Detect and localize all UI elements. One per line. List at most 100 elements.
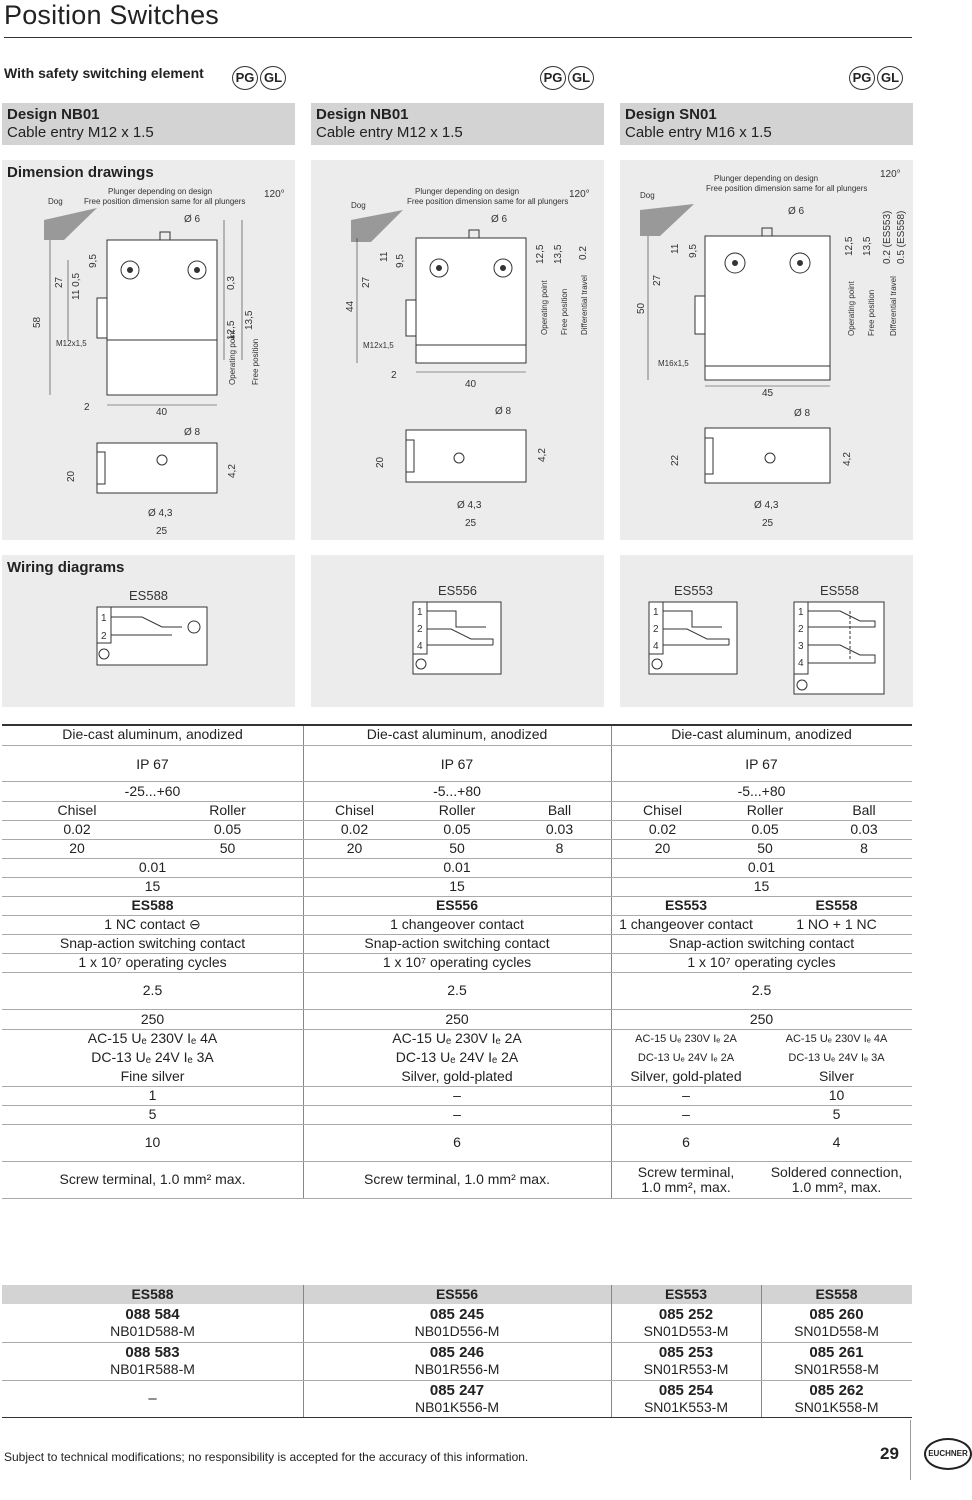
dim-58: 58: [32, 316, 43, 328]
wiring-panel-2: ES556 1 2 4: [311, 555, 604, 707]
design-header-3: Design SN01 Cable entry M16 x 1.5: [620, 103, 913, 145]
dim-d4-3: Ø 4,3: [148, 508, 173, 519]
col-divider: [303, 726, 304, 1198]
dim-d8: Ø 8: [794, 408, 811, 419]
differential-travel-label: Differential travel: [889, 276, 898, 336]
order-code: NB01D588-M: [110, 1322, 195, 1339]
spec-cell: –: [682, 1106, 690, 1123]
spec-cell: 8: [555, 840, 564, 857]
cert-pg-icon: PG: [540, 66, 566, 90]
dim-40: 40: [156, 407, 168, 418]
terminal-1: 1: [798, 607, 804, 618]
spec-cell: 1 x 10⁷ operating cycles: [687, 954, 836, 971]
spec-cell: Ball: [852, 802, 876, 819]
dim-40: 40: [465, 379, 477, 390]
row-divider: [2, 1380, 912, 1381]
row-divider: [2, 820, 912, 821]
cable-entry-label: M12x1,5: [363, 341, 394, 350]
spec-cell: 1 changeover contact: [619, 916, 753, 933]
dog-label: Dog: [351, 201, 366, 210]
spec-cell: Die-cast aluminum, anodized: [366, 726, 548, 743]
row-divider: [2, 1198, 912, 1199]
spec-cell: 1: [148, 1087, 157, 1104]
dim-11: 11 0,5: [71, 273, 82, 300]
order-item: –: [2, 1381, 303, 1417]
dim-22: 22: [670, 454, 681, 466]
order-number: 085 252: [658, 1306, 714, 1324]
order-number: 085 246: [429, 1344, 485, 1362]
spec-cell: Chisel: [57, 802, 97, 819]
spec-cell: 0.05: [443, 821, 471, 838]
spec-cell: Soldered connection,1.0 mm², max.: [761, 1163, 912, 1197]
spec-cell: Die-cast aluminum, anodized: [671, 726, 852, 743]
spec-cell: ES558: [815, 897, 858, 914]
spec-cell: Chisel: [643, 802, 682, 819]
spec-cell: Screw terminal, 1.0 mm² max.: [364, 1171, 550, 1188]
spec-cell: DC-13 Uₑ 24V Iₑ 2A: [395, 1049, 519, 1066]
dim-9-5: 9,5: [88, 254, 99, 268]
differential-travel-label: Differential travel: [580, 275, 589, 335]
dim-11: 11: [670, 243, 681, 254]
col-divider: [303, 1285, 304, 1417]
order-code: SN01R553-M: [643, 1360, 729, 1377]
dim-13-5: 13,5: [553, 244, 564, 264]
row-divider: [2, 877, 912, 878]
order-code: SN01R558-M: [794, 1360, 879, 1377]
dim-25: 25: [465, 518, 477, 529]
design-entry: Cable entry M12 x 1.5: [316, 124, 463, 141]
row-divider: [2, 1342, 912, 1343]
spec-cell: DC-13 Uₑ 24V Iₑ 3A: [91, 1049, 214, 1066]
spec-cell: 2.5: [447, 982, 467, 999]
row-divider: [2, 953, 912, 954]
order-number: 088 584: [125, 1306, 180, 1324]
order-header: [2, 1285, 912, 1304]
wiring-label: ES556: [438, 583, 477, 598]
spec-cell: 0.03: [545, 821, 574, 838]
dim-9-5: 9,5: [688, 244, 699, 258]
cable-entry-label: M12x1,5: [56, 339, 87, 348]
spec-cell: Die-cast aluminum, anodized: [62, 726, 243, 743]
dim-25: 25: [762, 518, 774, 529]
col-divider: [611, 726, 612, 1198]
spec-cell: 15: [753, 878, 770, 895]
spec-cell: 1 NC contact ⊖: [104, 916, 201, 933]
spec-cell: -5...+80: [433, 783, 481, 800]
dimension-panel-1: Dimension drawings Plunger depending on …: [2, 160, 295, 540]
operating-point-label: Operating point: [228, 330, 237, 385]
terminal-3: 3: [798, 641, 804, 652]
spec-cell: Fine silver: [120, 1068, 185, 1085]
row-divider: [2, 801, 912, 802]
spec-cell: 250: [749, 1011, 774, 1028]
order-column-head: ES556: [435, 1285, 479, 1302]
plunger-note: Plunger depending on design: [108, 187, 212, 196]
dim-13-5: 13,5: [862, 236, 873, 256]
free-position-label: Free position: [867, 290, 876, 336]
spec-cell: AC-15 Uₑ 230V Iₑ 4A: [785, 1032, 888, 1045]
design-entry: Cable entry M12 x 1.5: [7, 124, 154, 141]
spec-cell: Silver, gold-plated: [630, 1068, 742, 1085]
terminal-1: 1: [417, 607, 423, 618]
dim-0-2: 0.2: [578, 246, 589, 260]
title-rule: [4, 37, 912, 38]
cert-gl-icon: GL: [568, 66, 594, 90]
spec-cell: ES588: [131, 897, 174, 914]
spec-cell: 15: [449, 878, 465, 895]
spec-cell: 0.05: [751, 821, 779, 838]
dim-44: 44: [345, 300, 356, 312]
row-divider: [2, 915, 912, 916]
spec-cell: AC-15 Uₑ 230V Iₑ 4A: [87, 1030, 218, 1047]
spec-cell: 20: [346, 840, 363, 857]
dimension-drawing-3: Plunger depending on design Free positio…: [636, 169, 907, 529]
dim-12-5: 12,5: [226, 320, 237, 340]
order-number: 085 262: [809, 1382, 864, 1400]
spec-cell: 15: [144, 878, 161, 895]
dim-4-2: 4,2: [842, 452, 853, 466]
order-code: NB01R588-M: [110, 1360, 195, 1377]
row-divider: [2, 896, 912, 897]
dim-9-5: 9,5: [395, 254, 406, 268]
cert-pg-icon: PG: [849, 66, 875, 90]
